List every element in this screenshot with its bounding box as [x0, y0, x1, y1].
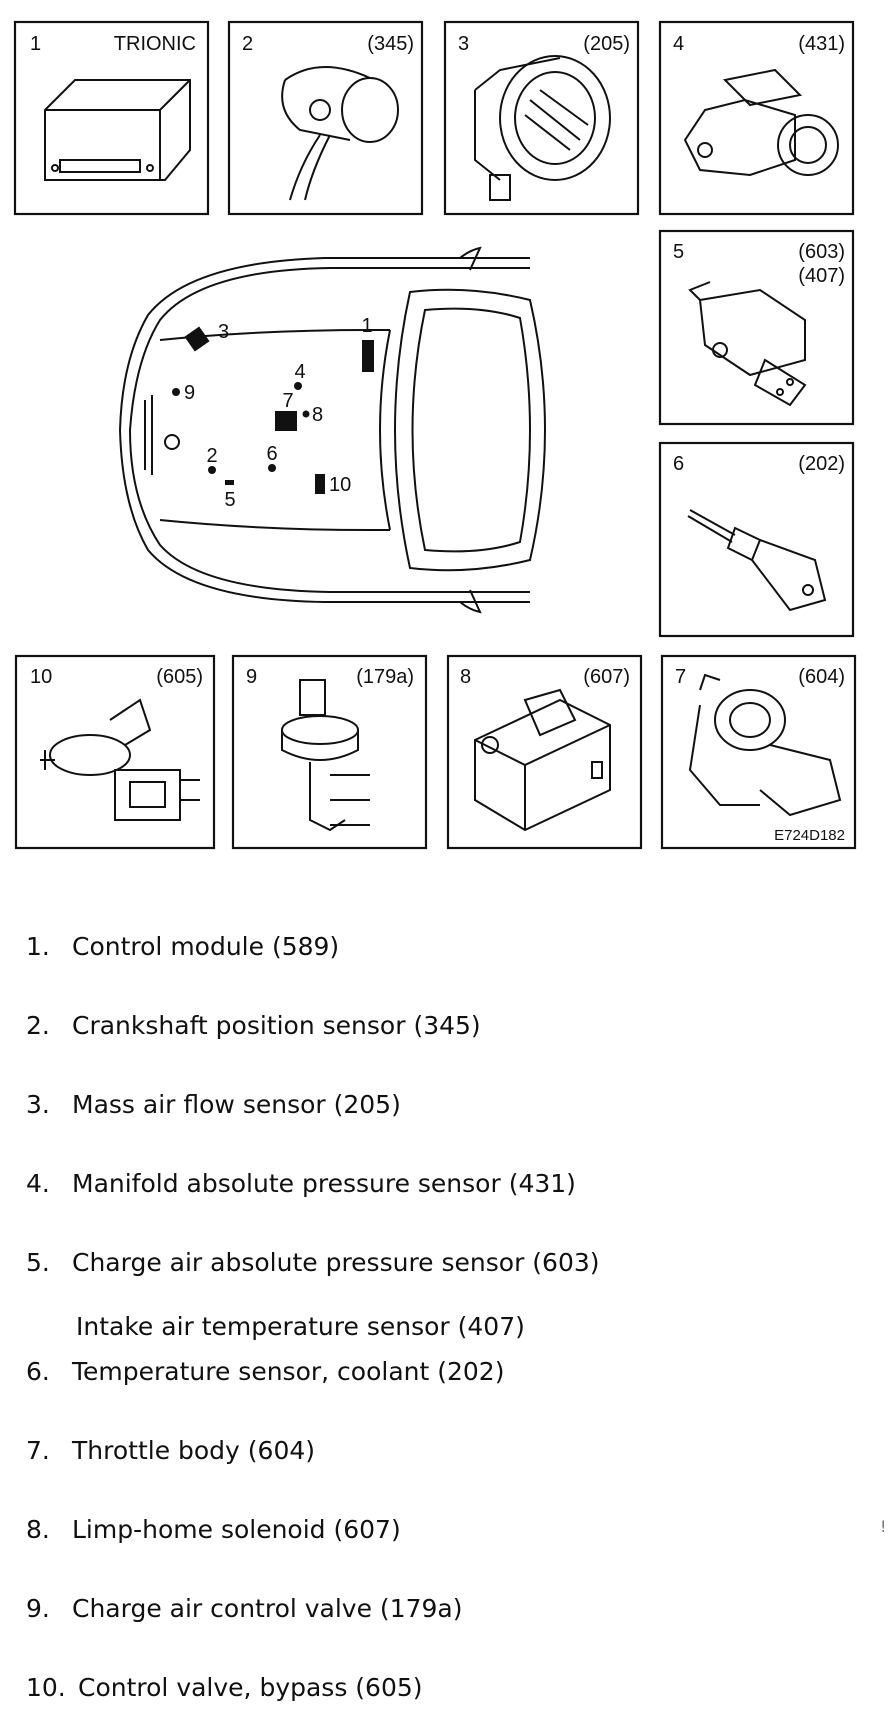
legend-text: Charge air absolute pressure sensor (603… [72, 1248, 600, 1277]
panel-10-number: 10 [30, 666, 52, 688]
legend-item-9: 9. Charge air control valve (179a) [26, 1594, 462, 1623]
panel-6-frame [658, 441, 855, 638]
legend-number: 5. [26, 1248, 50, 1277]
legend-text: Temperature sensor, coolant (202) [72, 1357, 505, 1386]
car-marker-5 [225, 480, 234, 485]
charge-air-control-valve-illustration [281, 679, 370, 832]
car-label-9: 9 [184, 382, 195, 404]
limp-home-solenoid-illustration [474, 688, 611, 832]
car-marker-9 [172, 388, 180, 396]
legend-text: Charge air control valve (179a) [72, 1594, 463, 1623]
car-label-1: 1 [361, 315, 372, 337]
car-label-8: 8 [312, 404, 323, 426]
legend-number: 2. [26, 1011, 50, 1040]
panel-2-frame [227, 20, 424, 216]
panel-1-frame [13, 20, 210, 216]
legend-item-5-sub: Intake air temperature sensor (407) [76, 1312, 525, 1341]
panel-7-code: (604) [798, 666, 845, 688]
car-marker-1 [362, 340, 374, 372]
panel-9-frame [231, 654, 428, 850]
car-label-7: 7 [282, 390, 293, 412]
legend-number: 7. [26, 1436, 50, 1465]
panel-6-number: 6 [673, 453, 684, 475]
car-marker-3 [184, 326, 210, 352]
figure-code: E724D182 [774, 827, 845, 844]
legend-item-10: 10. Control valve, bypass (605) [26, 1673, 423, 1702]
legend-item-5: 5. Charge air absolute pressure sensor (6… [26, 1248, 600, 1277]
throttle-body-illustration [688, 673, 842, 817]
coolant-temp-sensor-illustration [687, 509, 827, 612]
panel-3-frame [443, 20, 640, 216]
panel-8-number: 8 [460, 666, 471, 688]
legend-number: 8. [26, 1515, 50, 1544]
legend-number: 4. [26, 1169, 50, 1198]
panel-7-number: 7 [675, 666, 686, 688]
crankshaft-sensor-illustration [281, 66, 399, 201]
panel-2-code: (345) [367, 33, 414, 55]
legend-number: 1. [26, 932, 50, 961]
legend-text: Control valve, bypass (605) [78, 1673, 423, 1702]
panel-2-number: 2 [242, 33, 253, 55]
panel-1-code: TRIONIC [114, 33, 196, 55]
panel-10-code: (605) [156, 666, 203, 688]
panel-9-code: (179a) [356, 666, 414, 688]
car-marker-8 [302, 410, 310, 418]
bypass-valve-illustration [40, 698, 200, 821]
legend-item-7: 7. Throttle body (604) [26, 1436, 315, 1465]
car-marker-4 [294, 382, 302, 390]
car-marker-7 [275, 411, 297, 431]
car-marker-10 [315, 474, 325, 494]
car-label-6: 6 [266, 443, 277, 465]
legend-item-2: 2. Crankshaft position sensor (345) [26, 1011, 481, 1040]
car-label-2: 2 [206, 445, 217, 467]
legend-number: 10. [26, 1673, 66, 1702]
panel-9-number: 9 [246, 666, 257, 688]
control-module-illustration [44, 79, 191, 181]
car-marker-2 [208, 466, 216, 474]
legend-text: Mass air flow sensor (205) [72, 1090, 401, 1119]
legend-text: Crankshaft position sensor (345) [72, 1011, 481, 1040]
car-top-view [118, 246, 546, 614]
legend-number: 9. [26, 1594, 50, 1623]
panel-1-number: 1 [30, 33, 41, 55]
car-label-10: 10 [329, 474, 351, 496]
legend-text: Manifold absolute pressure sensor (431) [72, 1169, 576, 1198]
legend-item-1: 1. Control module (589) [26, 932, 339, 961]
panel-8-code: (607) [583, 666, 630, 688]
panel-10-frame [14, 654, 216, 850]
car-label-4: 4 [294, 361, 305, 383]
legend-item-3: 3. Mass air flow sensor (205) [26, 1090, 401, 1119]
legend-item-8: 8. Limp-home solenoid (607) [26, 1515, 401, 1544]
panel-6-code: (202) [798, 453, 845, 475]
car-label-5: 5 [224, 489, 235, 511]
legend-item-6: 6. Temperature sensor, coolant (202) [26, 1357, 504, 1386]
panel-4-number: 4 [673, 33, 684, 55]
charge-air-pressure-sensor-illustration [688, 281, 807, 407]
legend-number: 3. [26, 1090, 50, 1119]
legend-text: Control module (589) [72, 932, 340, 961]
legend-text: Throttle body (604) [72, 1436, 316, 1465]
mass-air-flow-sensor-illustration [474, 55, 611, 201]
panel-8-frame [446, 654, 643, 850]
component-location-diagram: 1 TRIONIC 2 (345) 3 (205) 4 (431) 5 (603… [13, 20, 857, 850]
map-sensor-illustration [683, 68, 839, 177]
panel-3-code: (205) [583, 33, 630, 55]
legend-text: Limp-home solenoid (607) [72, 1515, 401, 1544]
panel-4-code: (431) [798, 33, 845, 55]
panel-4-frame [658, 20, 855, 216]
car-marker-6 [268, 464, 276, 472]
panel-7-frame [660, 654, 857, 850]
legend-item-4: 4. Manifold absolute pressure sensor (431… [26, 1169, 576, 1198]
panel-5-frame [658, 229, 855, 426]
panel-5-number: 5 [673, 241, 684, 263]
stray-mark: ! [880, 1517, 887, 1536]
panel-3-number: 3 [458, 33, 469, 55]
legend-number: 6. [26, 1357, 50, 1386]
panel-5-code-2: (407) [798, 265, 845, 287]
panel-5-code: (603) [798, 241, 845, 263]
car-label-3: 3 [218, 321, 229, 343]
